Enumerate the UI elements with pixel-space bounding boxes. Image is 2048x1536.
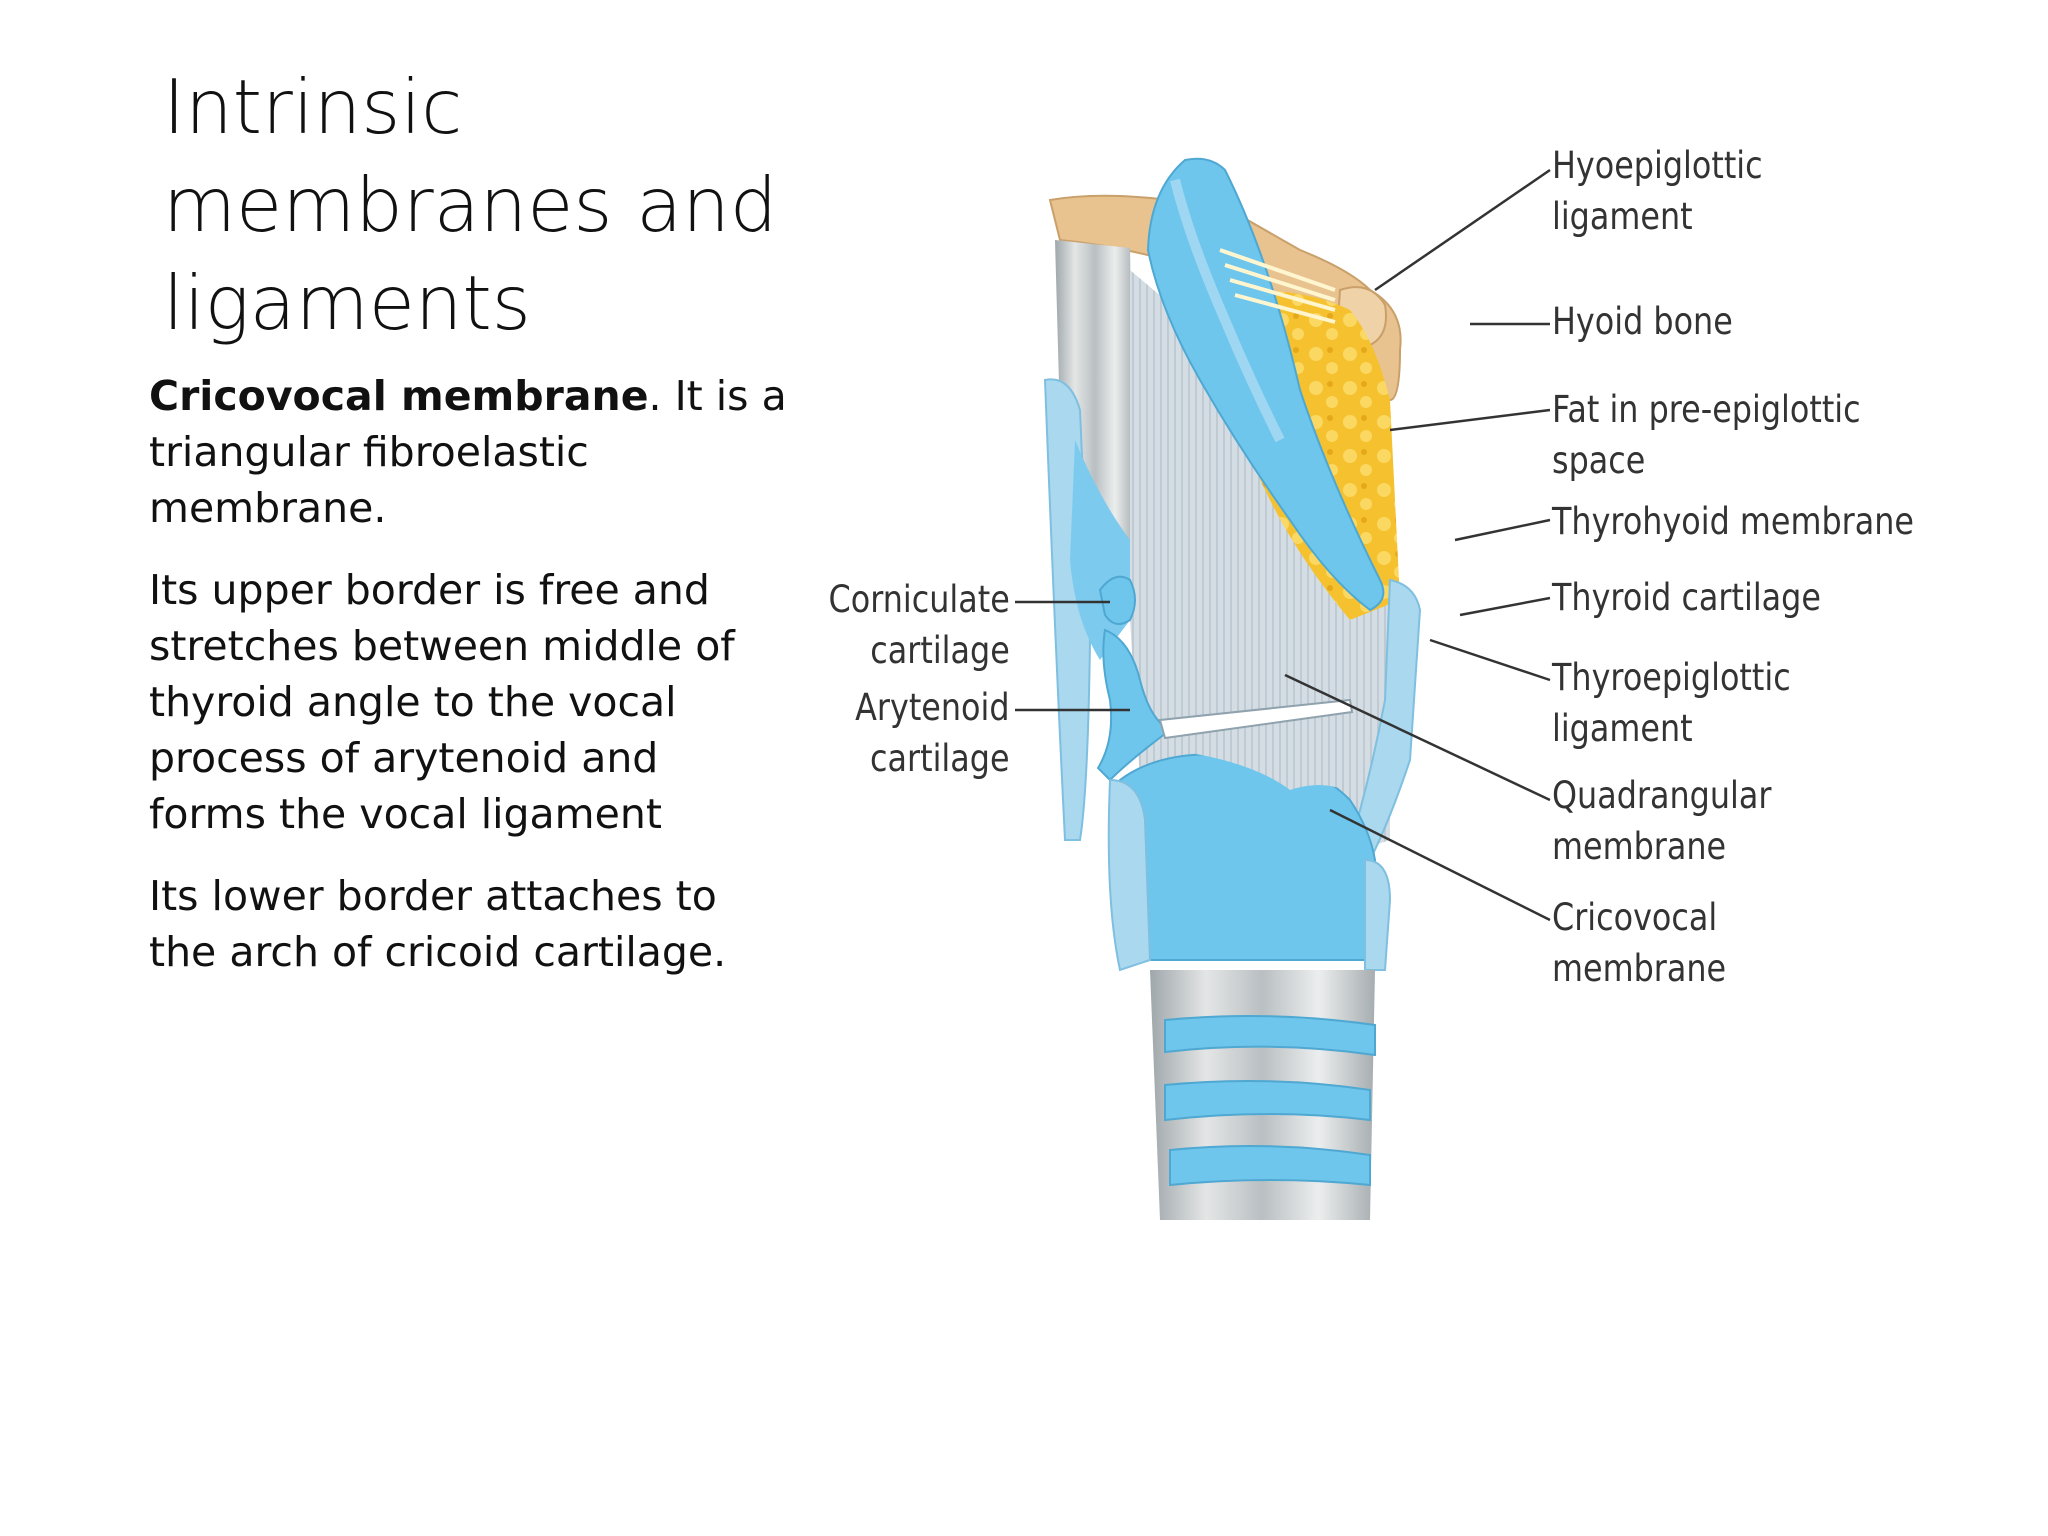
label-cricovocal-membrane: Cricovocal membrane xyxy=(1552,892,1726,994)
leader-thyrohyoid xyxy=(1454,518,1551,542)
upper-border-line-4: process of arytenoid and xyxy=(149,734,659,782)
leader-fat xyxy=(1389,408,1551,432)
title-line-3: ligaments xyxy=(163,259,531,347)
label-thyroepiglottic-line-1: Thyroepiglottic xyxy=(1552,656,1791,699)
label-thyrohyoid-line-1: Thyrohyoid membrane xyxy=(1552,500,1915,543)
upper-border-line-3: thyroid angle to the vocal xyxy=(149,678,677,726)
paragraph-definition-line-3: membrane. xyxy=(149,484,387,532)
leader-lines xyxy=(1015,168,1551,922)
label-thyroepiglottic-ligament: Thyroepiglottic ligament xyxy=(1552,652,1791,754)
label-arytenoid-cartilage: Arytenoid cartilage xyxy=(856,682,1010,784)
label-hyoid-bone: Hyoid bone xyxy=(1552,296,1733,347)
vocal-ligament-shape xyxy=(1158,698,1354,740)
label-fat-pre-epiglottic: Fat in pre-epiglottic space xyxy=(1552,384,1861,486)
label-hyoepiglottic-line-2: ligament xyxy=(1552,195,1693,238)
paragraph-upper-border: Its upper border is free and stretches b… xyxy=(149,562,789,842)
leader-thyroepiglottic xyxy=(1429,638,1551,682)
paragraph-lower-border: Its lower border attaches to the arch of… xyxy=(149,868,789,980)
cricoid-right-edge xyxy=(1364,858,1392,971)
lower-border-line-1: Its lower border attaches to xyxy=(149,872,717,920)
label-thyroid-cartilage-line-1: Thyroid cartilage xyxy=(1552,576,1821,619)
cricovocal-membrane-shape xyxy=(1170,715,1350,790)
leader-cricovocal xyxy=(1329,808,1551,922)
epiglottis-highlight xyxy=(1170,178,1285,443)
label-quadrangular-membrane: Quadrangular membrane xyxy=(1552,770,1771,872)
larynx-diagram: Hyoepiglottic ligament Hyoid bone Fat in… xyxy=(829,140,1930,1220)
cricoid-left-edge xyxy=(1107,778,1152,972)
upper-border-line-1: Its upper border is free and xyxy=(149,566,710,614)
upper-border-line-2: stretches between middle of xyxy=(149,622,735,670)
lower-border-line-2: the arch of cricoid cartilage. xyxy=(149,928,727,976)
thyroid-cartilage-strip xyxy=(1346,578,1422,862)
label-hyoid-line-1: Hyoid bone xyxy=(1552,300,1733,343)
label-hyoepiglottic-ligament: Hyoepiglottic ligament xyxy=(1552,140,1763,242)
paragraph-definition-line-1: Cricovocal membrane. It is a xyxy=(149,368,789,424)
label-thyroid-cartilage: Thyroid cartilage xyxy=(1552,572,1821,623)
label-cricovocal-line-1: Cricovocal xyxy=(1552,896,1718,939)
hyoepiglottic-fibers xyxy=(1219,248,1336,324)
leader-thyroid-cartilage xyxy=(1459,596,1551,617)
leader-quadrangular xyxy=(1284,673,1551,802)
label-thyrohyoid-membrane: Thyrohyoid membrane xyxy=(1552,496,1914,547)
label-corniculate-line-2: cartilage xyxy=(870,629,1010,672)
larynx-illustration xyxy=(1015,157,1551,1220)
label-corniculate-line-1: Corniculate xyxy=(828,578,1010,621)
paragraph-definition: Cricovocal membrane. It is a triangular … xyxy=(149,368,789,536)
label-fat-line-2: space xyxy=(1552,439,1646,482)
label-cricovocal-line-2: membrane xyxy=(1552,947,1727,990)
label-quadrangular-line-2: membrane xyxy=(1552,825,1727,868)
label-hyoepiglottic-line-1: Hyoepiglottic xyxy=(1552,144,1763,187)
upper-border-line-5: forms the vocal ligament xyxy=(149,790,662,838)
definition-text: . It is a xyxy=(648,372,787,420)
label-corniculate-cartilage: Corniculate cartilage xyxy=(829,574,1010,676)
label-thyroepiglottic-line-2: ligament xyxy=(1552,707,1693,750)
label-fat-line-1: Fat in pre-epiglottic xyxy=(1552,388,1861,431)
tracheal-rings xyxy=(1164,1015,1376,1187)
label-arytenoid-line-2: cartilage xyxy=(870,737,1010,780)
leader-hyoepiglottic xyxy=(1374,168,1551,292)
paragraph-definition-line-2: triangular fibroelastic xyxy=(149,428,589,476)
arytenoid-cartilage-shape xyxy=(1096,628,1172,782)
label-quadrangular-line-1: Quadrangular xyxy=(1552,774,1772,817)
title-line-1: Intrinsic xyxy=(163,63,463,151)
title-line-2: membranes and xyxy=(163,161,778,249)
label-arytenoid-line-1: Arytenoid xyxy=(855,686,1010,729)
corniculate-cartilage-shape xyxy=(1098,575,1136,625)
term-cricovocal-membrane: Cricovocal membrane xyxy=(149,372,649,420)
body-text: Cricovocal membrane. It is a triangular … xyxy=(149,368,789,1006)
slide-title: Intrinsic membranes and ligaments xyxy=(163,58,823,352)
